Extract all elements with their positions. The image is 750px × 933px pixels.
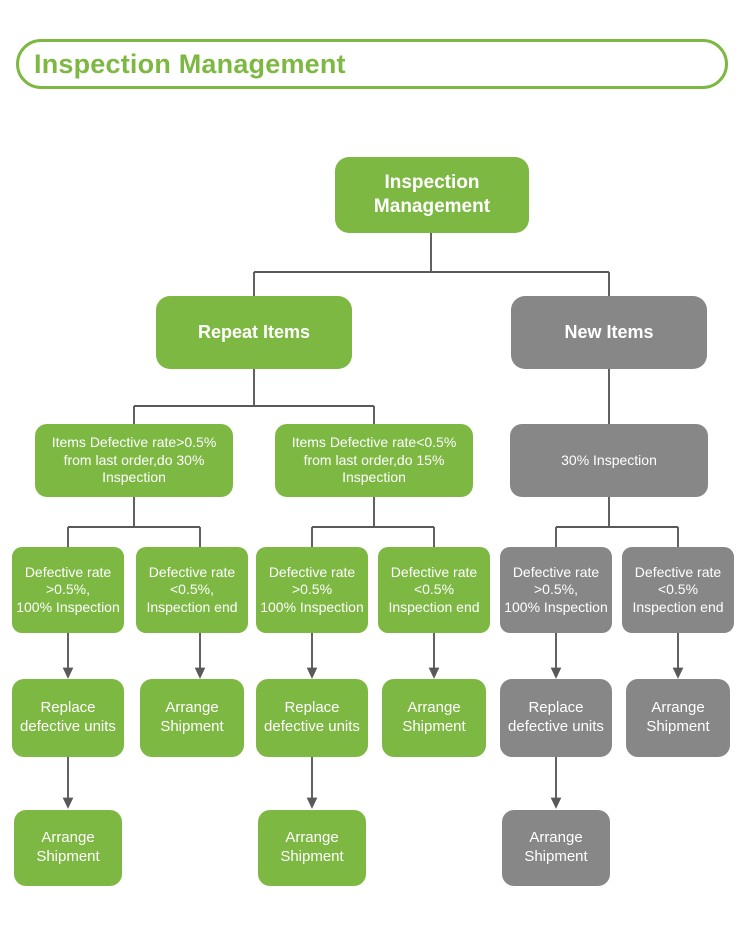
node-l3-new-items-inspection-label: 30% Inspection <box>561 451 657 468</box>
node-l3-repeat-high-rate-label: Items Defective rate>0.5%from last order… <box>51 434 217 486</box>
header-bar <box>16 39 728 89</box>
node-l4-col1[interactable]: Defective rate>0.5%,100% Inspection <box>12 547 124 633</box>
node-l4-col6-label: Defective rate<0.5%Inspection end <box>632 563 724 615</box>
node-l4-col5-label: Defective rate>0.5%,100% Inspection <box>504 563 608 615</box>
node-branch-new-items[interactable]: New Items <box>511 296 707 369</box>
node-branch-repeat-items-label: Repeat Items <box>197 322 311 343</box>
node-l4-col4[interactable]: Defective rate<0.5%Inspection end <box>378 547 490 633</box>
page-title: Inspection Management <box>34 49 346 79</box>
node-branch-repeat-items[interactable]: Repeat Items <box>156 296 352 369</box>
node-l3-repeat-high-rate[interactable]: Items Defective rate>0.5%from last order… <box>35 424 233 497</box>
node-l4-col6[interactable]: Defective rate<0.5%Inspection end <box>622 547 734 633</box>
node-l4-col1-label: Defective rate>0.5%,100% Inspection <box>16 563 120 615</box>
node-l4-col2-label: Defective rate<0.5%,Inspection end <box>146 563 238 615</box>
node-l3-repeat-low-rate[interactable]: Items Defective rate<0.5%from last order… <box>275 424 473 497</box>
node-branch-new-items-label: New Items <box>564 322 654 343</box>
node-l4-col2[interactable]: Defective rate<0.5%,Inspection end <box>136 547 248 633</box>
node-l4-col5[interactable]: Defective rate>0.5%,100% Inspection <box>500 547 612 633</box>
node-l3-new-items-inspection[interactable]: 30% Inspection <box>510 424 708 497</box>
node-l4-col3-label: Defective rate>0.5%100% Inspection <box>260 563 364 615</box>
node-l3-repeat-low-rate-label: Items Defective rate<0.5%from last order… <box>291 434 457 486</box>
node-l4-col3[interactable]: Defective rate>0.5%100% Inspection <box>256 547 368 633</box>
node-l4-col4-label: Defective rate<0.5%Inspection end <box>388 563 480 615</box>
